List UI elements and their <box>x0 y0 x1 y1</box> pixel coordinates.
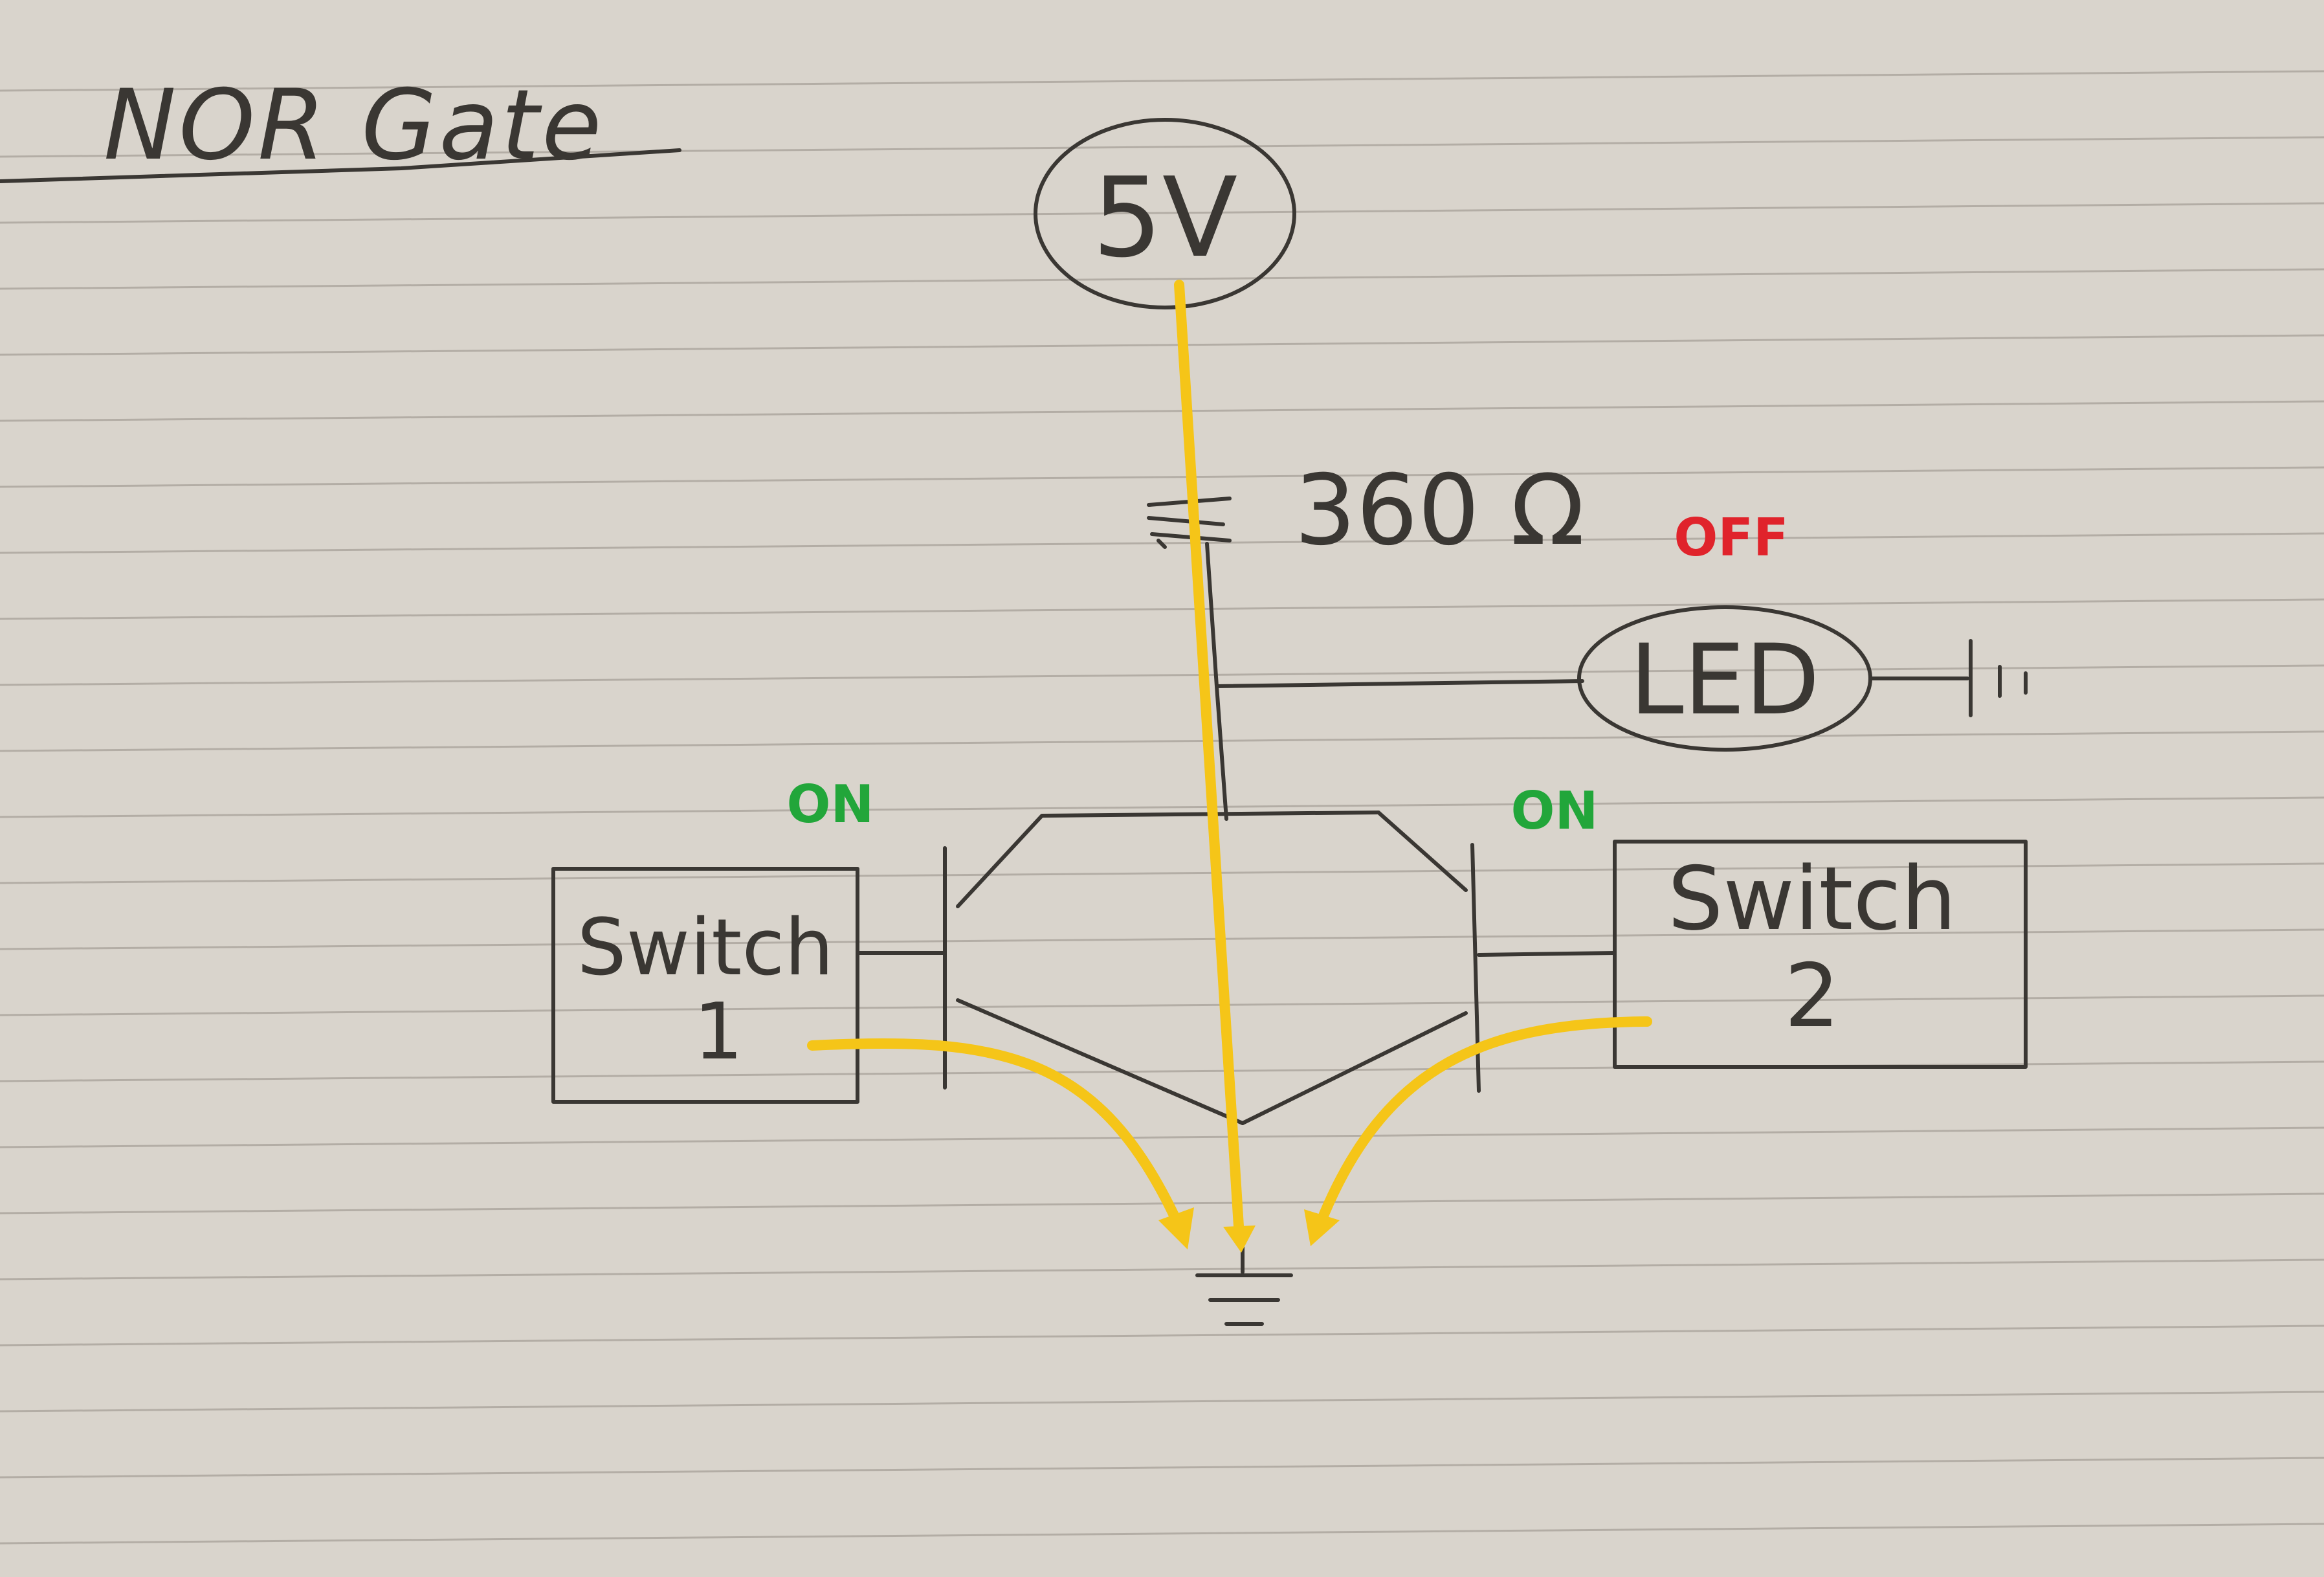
led-state: OFF <box>1674 508 1788 568</box>
switch-2-state: ON <box>1511 781 1599 841</box>
ruled-line <box>0 466 2324 488</box>
ruled-line <box>0 1126 2324 1148</box>
ruled-line <box>0 202 2324 224</box>
switch-2-label-line1: Switch <box>1668 848 1956 950</box>
ruled-line <box>0 1192 2324 1214</box>
ruled-line <box>0 730 2324 752</box>
current-flow-right <box>1315 1016 1652 1229</box>
switch-2-wire <box>1477 951 1617 957</box>
supply-node <box>1034 118 1296 309</box>
ruled-line <box>0 598 2324 620</box>
ruled-line <box>0 136 2324 158</box>
ruled-line <box>0 796 2324 818</box>
switch-2-label-line2: 2 <box>1784 945 1840 1047</box>
current-flow-right-arrowhead <box>1304 1209 1340 1246</box>
supply-label: 5V <box>1092 154 1237 282</box>
ruled-line <box>0 1325 2324 1347</box>
current-flow-left <box>807 1038 1183 1229</box>
current-flow-center-arrowhead <box>1223 1225 1256 1253</box>
led-label: LED <box>1630 624 1820 737</box>
diagram-title: NOR Gate <box>104 69 604 182</box>
ruled-line <box>0 664 2324 686</box>
ruled-line <box>0 862 2324 884</box>
switch-1-label-line2: 1 <box>694 987 743 1077</box>
ruled-line <box>0 334 2324 356</box>
current-flow-left-arrowhead <box>1158 1207 1194 1249</box>
ruled-lines <box>0 70 2324 1545</box>
ruled-line <box>0 994 2324 1016</box>
ruled-line <box>0 1457 2324 1479</box>
ruled-line <box>0 400 2324 422</box>
ruled-line <box>0 1258 2324 1281</box>
switch-1-state: ON <box>787 774 874 834</box>
switch-1-label-line1: Switch <box>577 903 834 993</box>
resistor-label: 360 Ω <box>1294 454 1585 567</box>
ruled-line <box>0 928 2324 950</box>
ground-icon <box>1195 1235 1293 1326</box>
led-ground-icon <box>1969 639 2028 717</box>
ruled-line <box>0 1523 2324 1545</box>
ruled-line <box>0 268 2324 290</box>
current-flow-center <box>1174 280 1245 1242</box>
ruled-line <box>0 70 2324 92</box>
led-wire <box>1215 679 1584 688</box>
switch-1-box <box>551 867 859 1104</box>
title-underline <box>0 148 681 183</box>
ruled-line <box>0 1391 2324 1413</box>
